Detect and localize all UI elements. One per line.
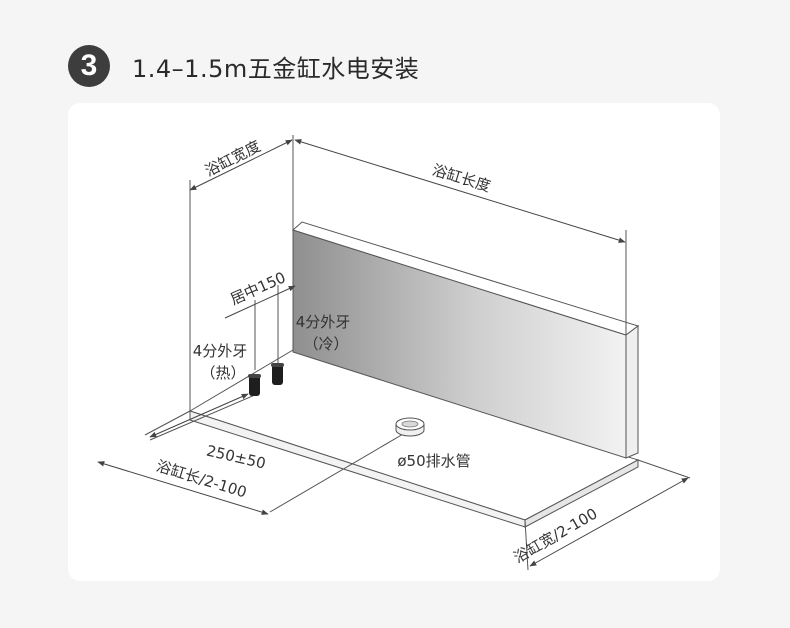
back-wall [292,221,640,459]
hot-fitting-label-line2: （热） [200,364,245,382]
hot-water-fitting [248,374,261,396]
cold-fitting-label-line1: 4分外牙 [296,313,351,331]
drain-label: ø50排水管 [397,452,470,470]
drain-pipe [395,417,425,437]
cold-fitting-label-line2: （冷） [303,335,348,353]
height-250-label: 250±50 [205,442,268,473]
tub-length-dimension: 浴缸长度 [294,139,626,243]
cold-water-fitting [271,363,284,385]
section-header: 3 1.4–1.5m五金缸水电安装 [68,42,419,90]
tub-length-label: 浴缸长度 [430,161,493,196]
section-title: 1.4–1.5m五金缸水电安装 [132,54,420,83]
center-150-dimension: 居中150 [224,268,296,319]
hot-fitting-label-line1: 4分外牙 [193,342,248,360]
step-number: 3 [80,49,98,82]
step-number-badge: 3 [68,45,110,87]
tub-width-dimension: 浴缸宽度 [189,137,293,191]
